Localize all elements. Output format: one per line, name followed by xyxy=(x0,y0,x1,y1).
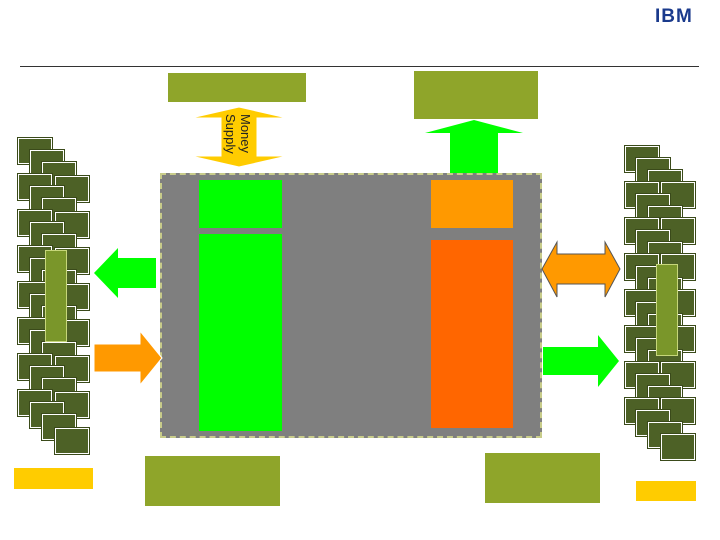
bottom-right-box xyxy=(485,453,600,503)
right-arrow-icon xyxy=(93,329,163,387)
right-arrow-icon xyxy=(543,335,619,387)
left-yellow-label-box xyxy=(14,468,93,489)
ibm-logo: IBM xyxy=(655,7,703,27)
green-block-top xyxy=(199,180,282,228)
right-yellow-label-box xyxy=(636,481,696,501)
up-arrow-icon xyxy=(425,120,523,174)
orange-block-top xyxy=(431,180,513,228)
left-square-stack xyxy=(0,0,110,460)
header-divider xyxy=(20,66,699,67)
bottom-left-box xyxy=(145,456,280,506)
right-highlight-strip xyxy=(656,264,678,356)
stack-square xyxy=(660,433,696,461)
money-supply-label: Money Supply xyxy=(223,114,253,154)
right-square-stack xyxy=(600,0,720,470)
double-arrow-horizontal-icon xyxy=(541,240,621,298)
top-left-box xyxy=(168,73,306,102)
left-highlight-strip xyxy=(45,250,67,342)
orange-block-main xyxy=(431,240,513,428)
stack-square xyxy=(54,427,90,455)
left-arrow-icon xyxy=(94,248,156,298)
green-block-main xyxy=(199,234,282,431)
money-supply-double-arrow-icon xyxy=(190,106,288,168)
top-right-box xyxy=(414,71,538,119)
